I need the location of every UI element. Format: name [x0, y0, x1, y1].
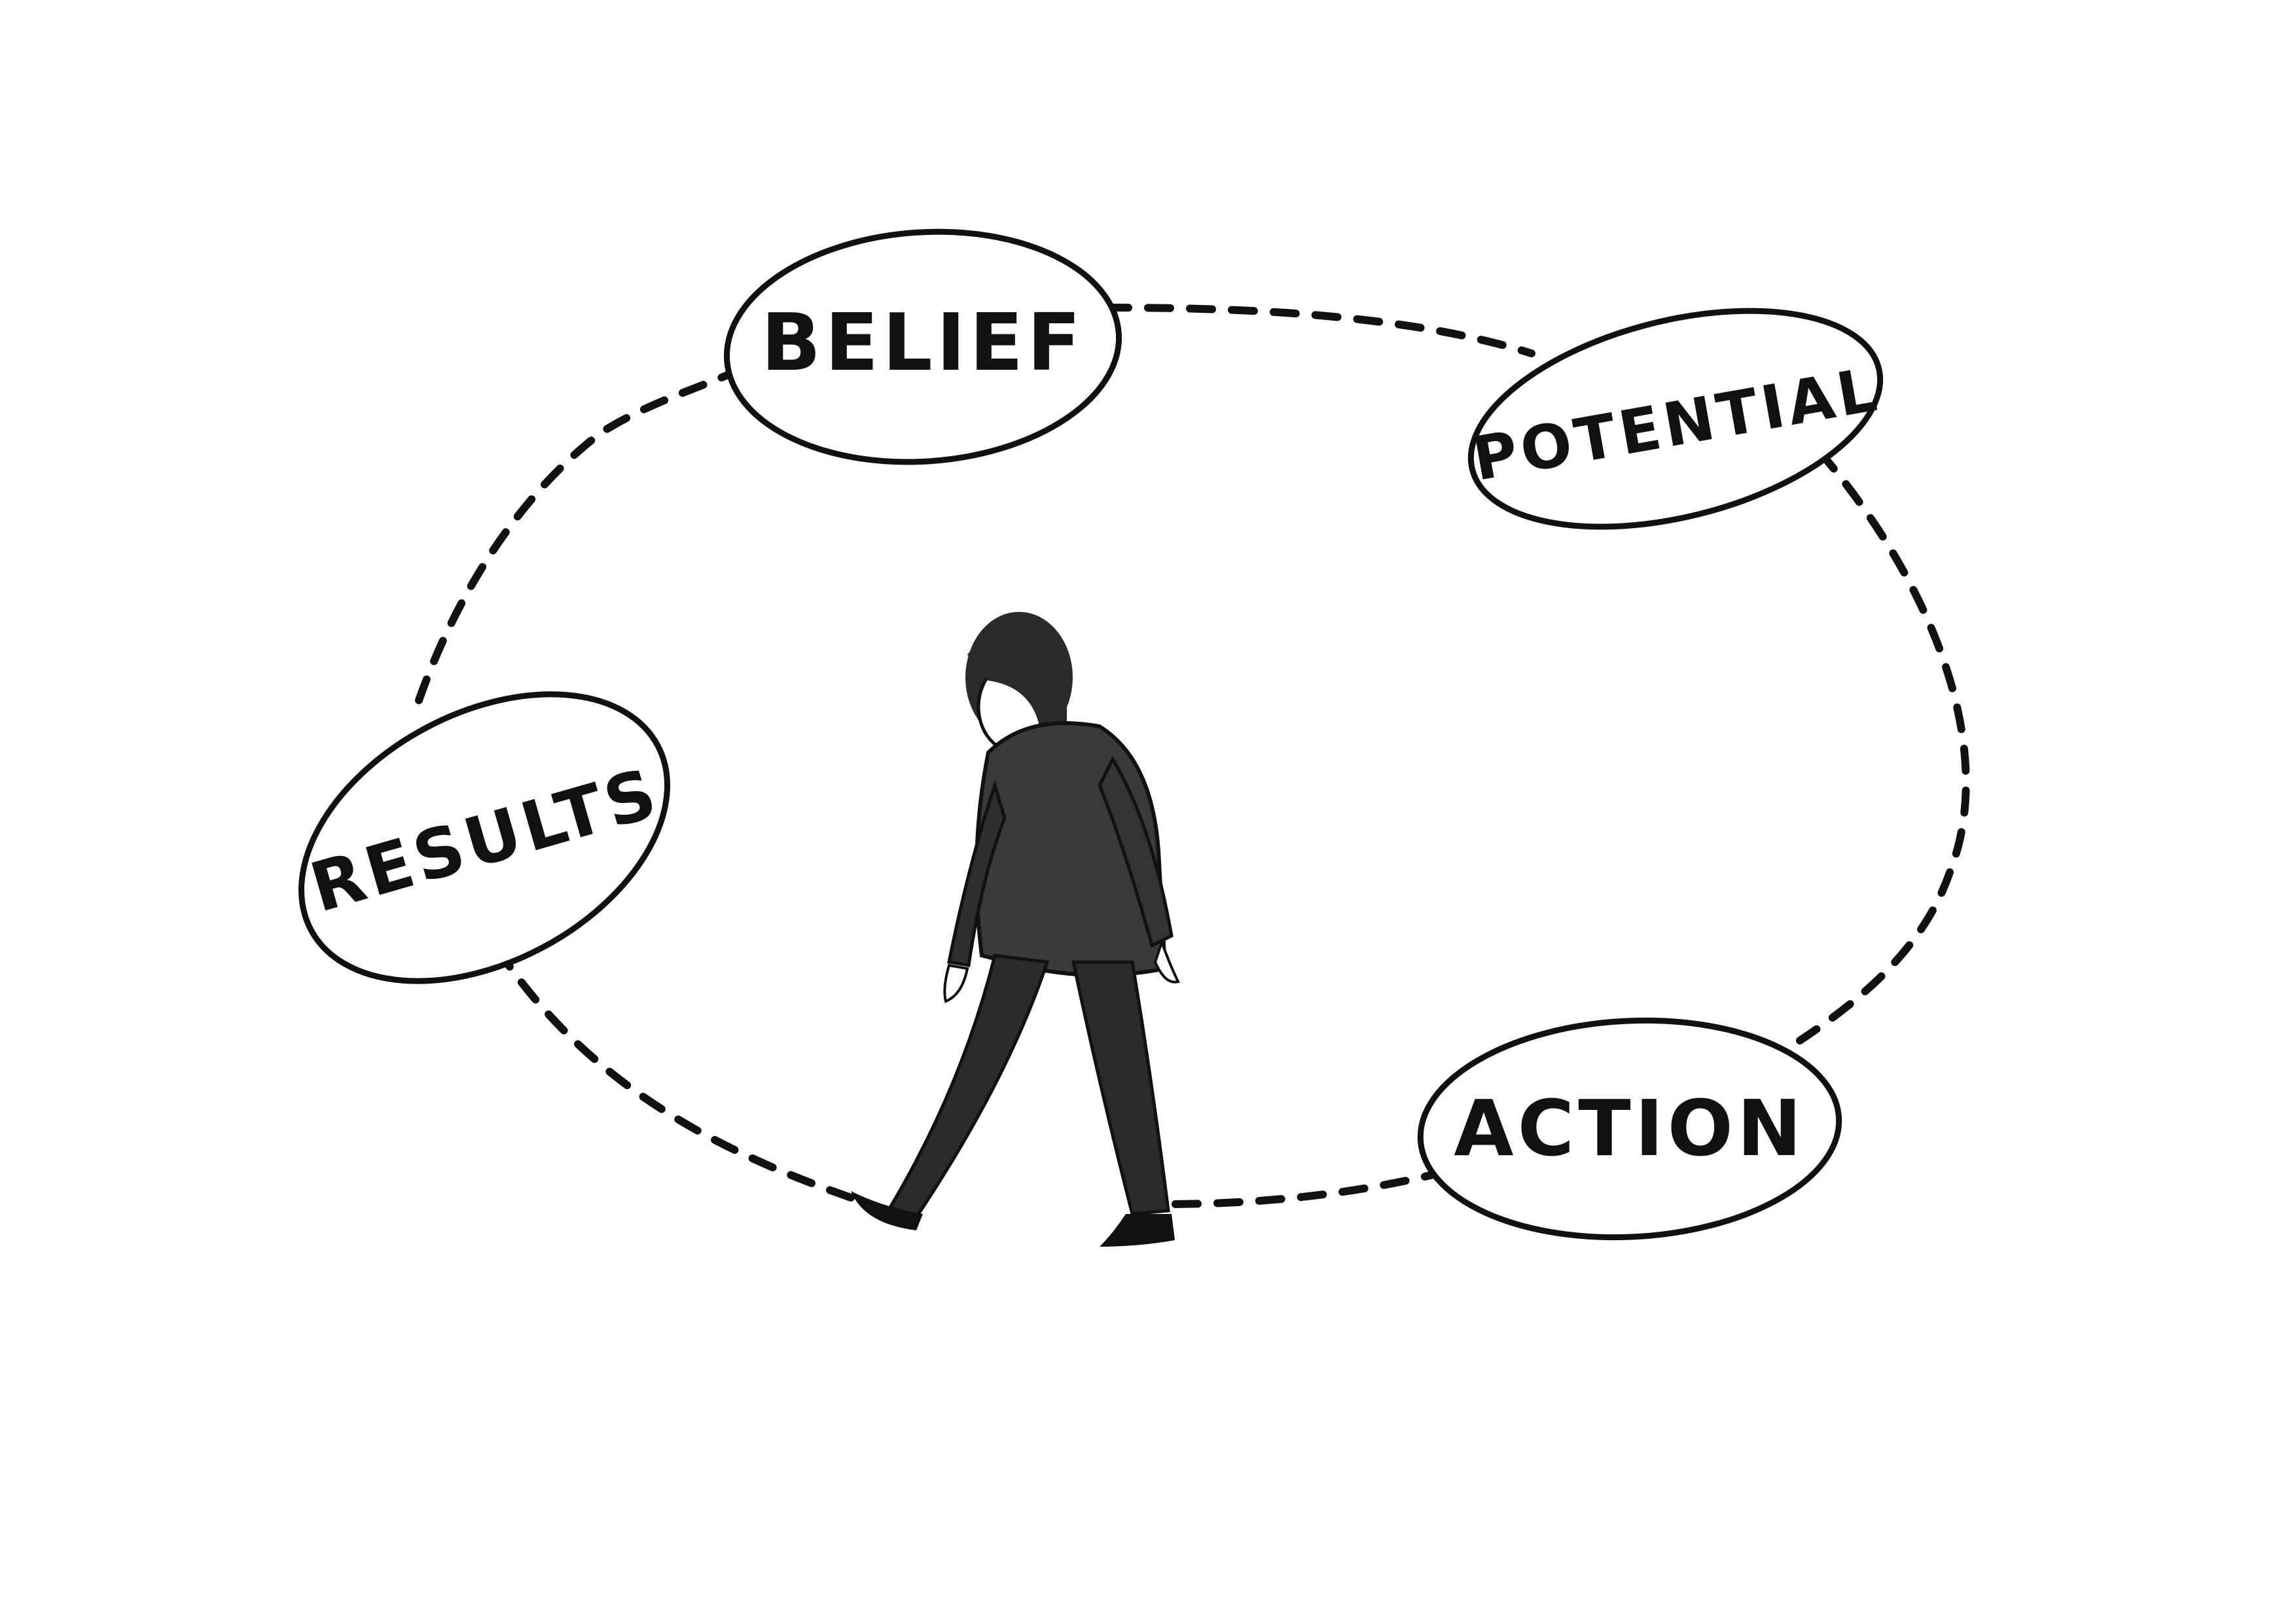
node-results: RESULTS [298, 691, 670, 984]
node-potential: POTENTIAL [1467, 308, 1886, 530]
edge-belief-potential [1102, 304, 1535, 357]
node-action: ACTION [1417, 1017, 1842, 1241]
node-belief: BELIEF [723, 228, 1122, 465]
edge-potential-action [1796, 448, 1970, 1044]
edge-results-belief [415, 363, 750, 704]
node-label: BELIEF [761, 298, 1085, 389]
node-label: ACTION [1454, 1083, 1805, 1173]
edge-action-results [493, 945, 1450, 1208]
person-walking-figure [851, 612, 1180, 1247]
